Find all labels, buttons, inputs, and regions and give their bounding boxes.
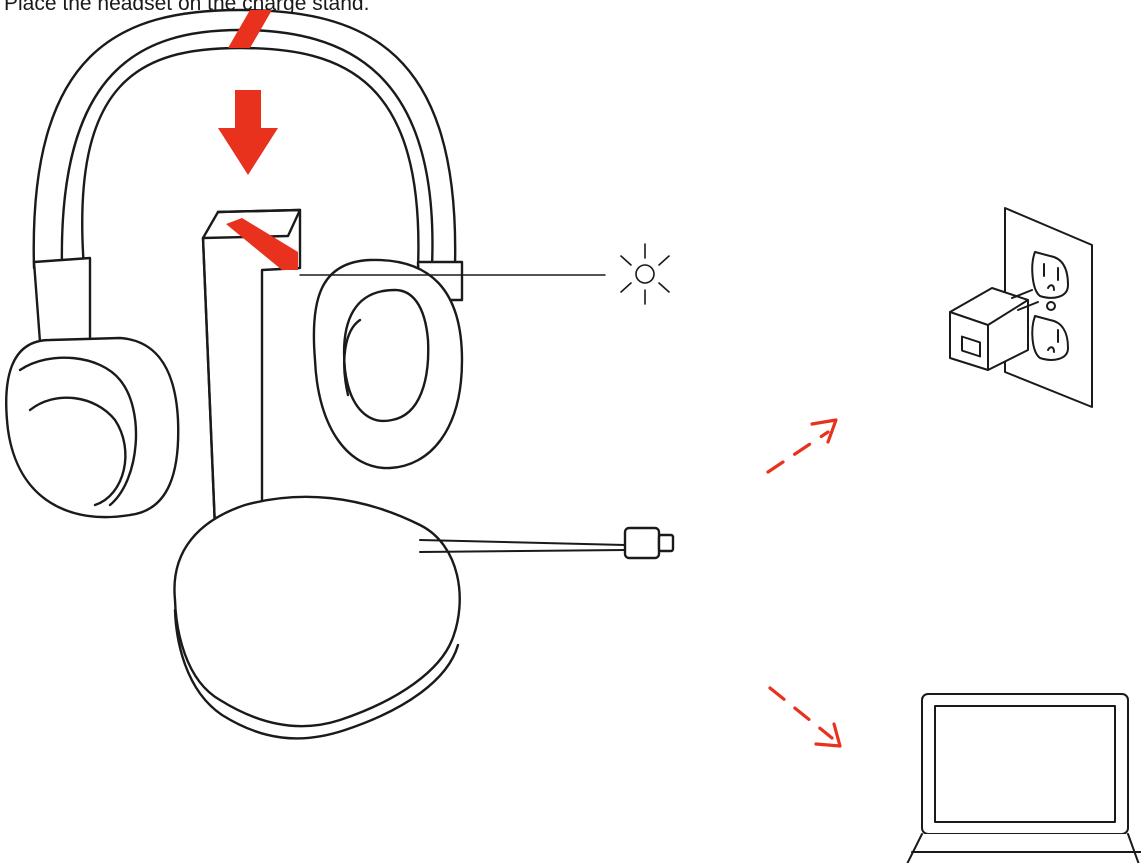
wall-outlet-icon (950, 208, 1092, 407)
down-arrow-icon (218, 90, 278, 175)
charge-stand-base (174, 497, 459, 739)
stand-post (203, 210, 300, 528)
right-ear-cup (314, 260, 462, 468)
dashed-arrow-to-laptop (770, 688, 840, 746)
sun-light-icon (621, 244, 669, 304)
left-ear-cup (6, 258, 178, 517)
usb-cable (420, 528, 673, 558)
laptop-icon (904, 694, 1141, 863)
dashed-arrow-to-outlet (768, 420, 836, 472)
